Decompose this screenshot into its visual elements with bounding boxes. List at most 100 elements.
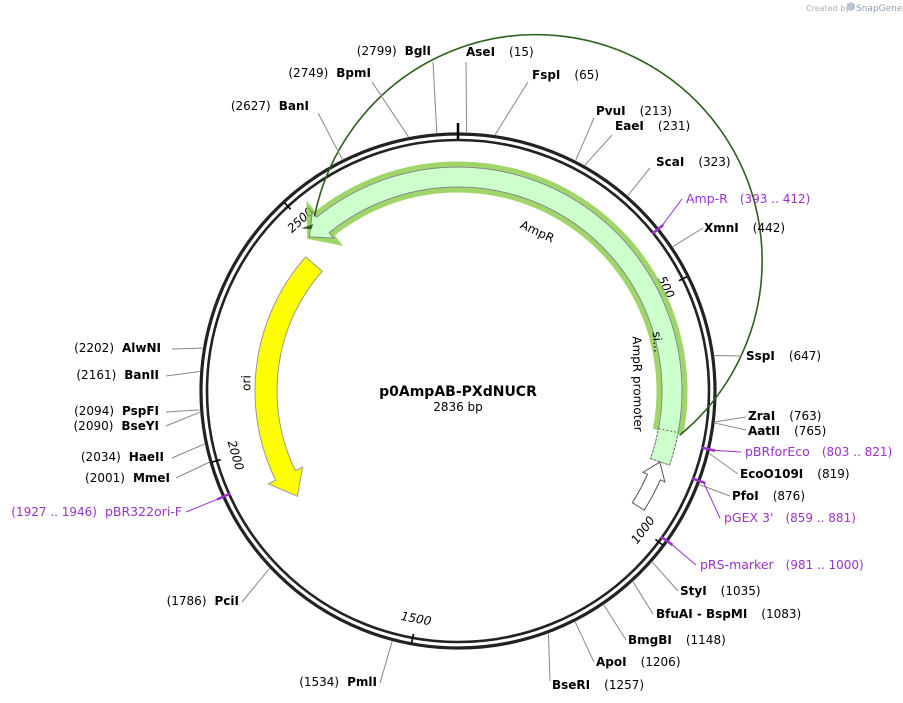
site-name: PspFI — [122, 404, 159, 418]
tick-mark-500 — [678, 275, 688, 282]
site-name: StyI — [680, 584, 707, 598]
site-pmli[interactable]: PmlI(1534) — [299, 675, 377, 689]
primer-mark-amp-r[interactable] — [651, 223, 665, 235]
site-name: XmnI — [704, 221, 739, 235]
tick-mark-1000 — [654, 538, 664, 546]
site-zrai[interactable]: ZraI (763) — [748, 409, 821, 423]
primer-name: pGEX 3' — [724, 510, 773, 525]
primer-pbr322ori-f[interactable]: pBR322ori-F (1927 .. 1946) — [11, 504, 182, 519]
site-name: ZraI — [748, 409, 775, 423]
site-bgli[interactable]: BglI (2799) — [357, 44, 431, 58]
site-pvui[interactable]: PvuI(213) — [596, 104, 672, 118]
leader-pspfi — [165, 409, 200, 413]
site-position: (231) — [658, 119, 690, 133]
site-name: AseI — [466, 45, 495, 59]
site-position: (763) — [789, 409, 821, 423]
site-name: BpmI — [336, 66, 371, 80]
site-banii[interactable]: BanII(2161) — [76, 368, 159, 382]
site-bfuai-bspmi[interactable]: BfuAI - BspMI(1083) — [656, 607, 801, 621]
site-name: BglI — [405, 44, 431, 58]
site-bmgbi[interactable]: BmgBI(1148) — [628, 633, 726, 647]
ori-feature-arrow[interactable] — [254, 256, 323, 498]
ampr-highlight — [306, 161, 688, 435]
leader-pfoi — [699, 484, 731, 497]
leader-bfuai-bspmi — [632, 581, 654, 615]
site-apoi[interactable]: ApoI (1206) — [596, 655, 681, 669]
site-name: PciI — [215, 594, 240, 608]
primer-mark-pbr322ori-f[interactable] — [216, 492, 231, 501]
leader-pcii — [241, 568, 270, 603]
tick-mark-1500 — [410, 633, 415, 643]
primer-leader-pgex-3 — [703, 482, 721, 519]
site-name: EcoO109I — [740, 467, 803, 481]
primer-amp-r[interactable]: Amp-R (393 .. 412) — [686, 191, 810, 206]
site-name: FspI — [532, 68, 560, 82]
primer-mark-pbrforeco[interactable] — [701, 446, 716, 452]
primer-range: (981 .. 1000) — [786, 558, 864, 572]
plasmid-name: p0AmpAB-PXdNUCR — [379, 384, 537, 400]
site-haeii[interactable]: HaeII(2034) — [81, 450, 164, 464]
site-position: (65) — [574, 68, 599, 82]
site-name: BmgBI — [628, 633, 672, 647]
leader-bpmi — [371, 81, 409, 138]
site-name: ScaI — [656, 155, 684, 169]
leader-fspi — [494, 81, 529, 135]
site-position: (2094) — [74, 404, 114, 418]
site-name: EaeI — [615, 119, 644, 133]
site-position: (765) — [794, 424, 826, 438]
primer-prs-marker[interactable]: pRS-marker(981 .. 1000) — [700, 557, 864, 572]
tick-mark-2500 — [283, 202, 292, 210]
site-name: MmeI — [133, 471, 170, 485]
signal-peptide-segment[interactable] — [649, 428, 679, 466]
leader-bseri — [547, 633, 551, 682]
site-name: BseRI — [552, 678, 590, 692]
primer-mark-prs-marker[interactable] — [660, 535, 674, 546]
site-aatii[interactable]: AatII(765) — [748, 424, 826, 438]
site-position: (2001) — [85, 471, 125, 485]
site-position: (15) — [509, 45, 534, 59]
primer-name: pBR322ori-F — [105, 504, 182, 519]
site-position: (2799) — [357, 44, 397, 58]
site-bseyi[interactable]: BseYI(2090) — [74, 419, 160, 433]
site-eaei[interactable]: EaeI (231) — [615, 119, 690, 133]
primer-pbrforeco[interactable]: pBRforEco(803 .. 821) — [745, 444, 892, 459]
site-position: (1786) — [167, 594, 207, 608]
site-position: (1206) — [641, 655, 681, 669]
site-asei[interactable]: AseI (15) — [466, 45, 534, 59]
site-fspi[interactable]: FspI (65) — [532, 68, 599, 82]
leader-bgli — [432, 61, 438, 133]
leader-pmli — [379, 641, 393, 684]
site-pfoi[interactable]: PfoI(876) — [732, 489, 805, 503]
primer-pgex-3[interactable]: pGEX 3'(859 .. 881) — [724, 510, 856, 525]
primer-leader-pbrforeco — [713, 449, 742, 453]
plasmid-length: 2836 bp — [433, 400, 483, 414]
site-bpmi[interactable]: BpmI(2749) — [288, 66, 371, 80]
site-pspfi[interactable]: PspFI (2094) — [74, 404, 159, 418]
site-sspi[interactable]: SspI (647) — [746, 349, 821, 363]
ampr-promoter-arrow[interactable] — [631, 461, 666, 511]
site-position: (819) — [817, 467, 849, 481]
site-name: ApoI — [596, 655, 627, 669]
site-xmni[interactable]: XmnI(442) — [704, 221, 785, 235]
leader-scai — [627, 167, 651, 196]
ampr-selection-line — [313, 33, 763, 436]
site-pcii[interactable]: PciI (1786) — [167, 594, 239, 608]
site-bani[interactable]: BanI(2627) — [231, 99, 309, 113]
site-mmei[interactable]: MmeI (2001) — [85, 471, 170, 485]
site-position: (876) — [773, 489, 805, 503]
site-ecoo109i[interactable]: EcoO109I (819) — [740, 467, 850, 481]
site-name: SspI — [746, 349, 775, 363]
site-styi[interactable]: StyI(1035) — [680, 584, 761, 598]
ampr-label: AmpR — [518, 218, 556, 246]
primer-range: (393 .. 412) — [740, 192, 810, 206]
leader-xmni — [672, 227, 704, 247]
site-scai[interactable]: ScaI(323) — [656, 155, 731, 169]
site-bseri[interactable]: BseRI(1257) — [552, 678, 644, 692]
primer-mark-pgex-3[interactable] — [691, 477, 706, 485]
primer-name: Amp-R — [686, 191, 728, 206]
site-position: (647) — [789, 349, 821, 363]
site-alwni[interactable]: AlwNI(2202) — [74, 341, 161, 355]
primer-range: (1927 .. 1946) — [11, 505, 97, 519]
site-position: (2090) — [74, 419, 114, 433]
